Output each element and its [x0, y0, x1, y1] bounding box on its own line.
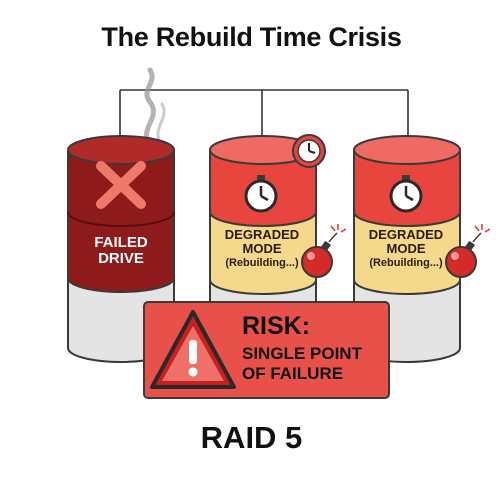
failed-drive-label-line2: DRIVE — [98, 250, 144, 268]
stopwatch-icon — [389, 175, 423, 213]
raid-level-label: RAID 5 — [200, 420, 303, 455]
warning-triangle-icon — [150, 310, 236, 389]
risk-heading: RISK: — [242, 312, 311, 340]
bomb-icon — [445, 224, 491, 278]
failed-drive-label: FAILED DRIVE — [68, 234, 174, 268]
degraded-status: (Rebuilding...) — [369, 257, 443, 270]
degraded-label-line1: DEGRADED — [368, 227, 444, 242]
degraded-status: (Rebuilding...) — [225, 257, 299, 270]
stopwatch-icon — [244, 175, 278, 213]
degraded-label-line1: DEGRADED — [224, 227, 300, 242]
bomb-icon — [301, 224, 347, 278]
connector-lines — [119, 89, 409, 145]
failed-drive-cylinder — [67, 135, 175, 363]
risk-description: SINGLE POINT OF FAILURE — [242, 344, 362, 385]
x-mark-icon — [96, 161, 146, 209]
clock-icon — [292, 134, 326, 168]
failed-drive-label-line1: FAILED — [94, 234, 148, 251]
degraded-label-line2: MODE — [242, 241, 282, 257]
degraded-drive-label-2: DEGRADED MODE (Rebuilding...) — [354, 227, 458, 270]
risk-line1: SINGLE POINT — [242, 344, 362, 363]
degraded-drive-label-1: DEGRADED MODE (Rebuilding...) — [210, 227, 314, 270]
risk-line2: OF FAILURE — [242, 364, 344, 384]
diagram-title: The Rebuild Time Crisis — [101, 22, 402, 52]
smoke-icon — [144, 67, 166, 148]
degraded-label-line2: MODE — [386, 241, 426, 257]
